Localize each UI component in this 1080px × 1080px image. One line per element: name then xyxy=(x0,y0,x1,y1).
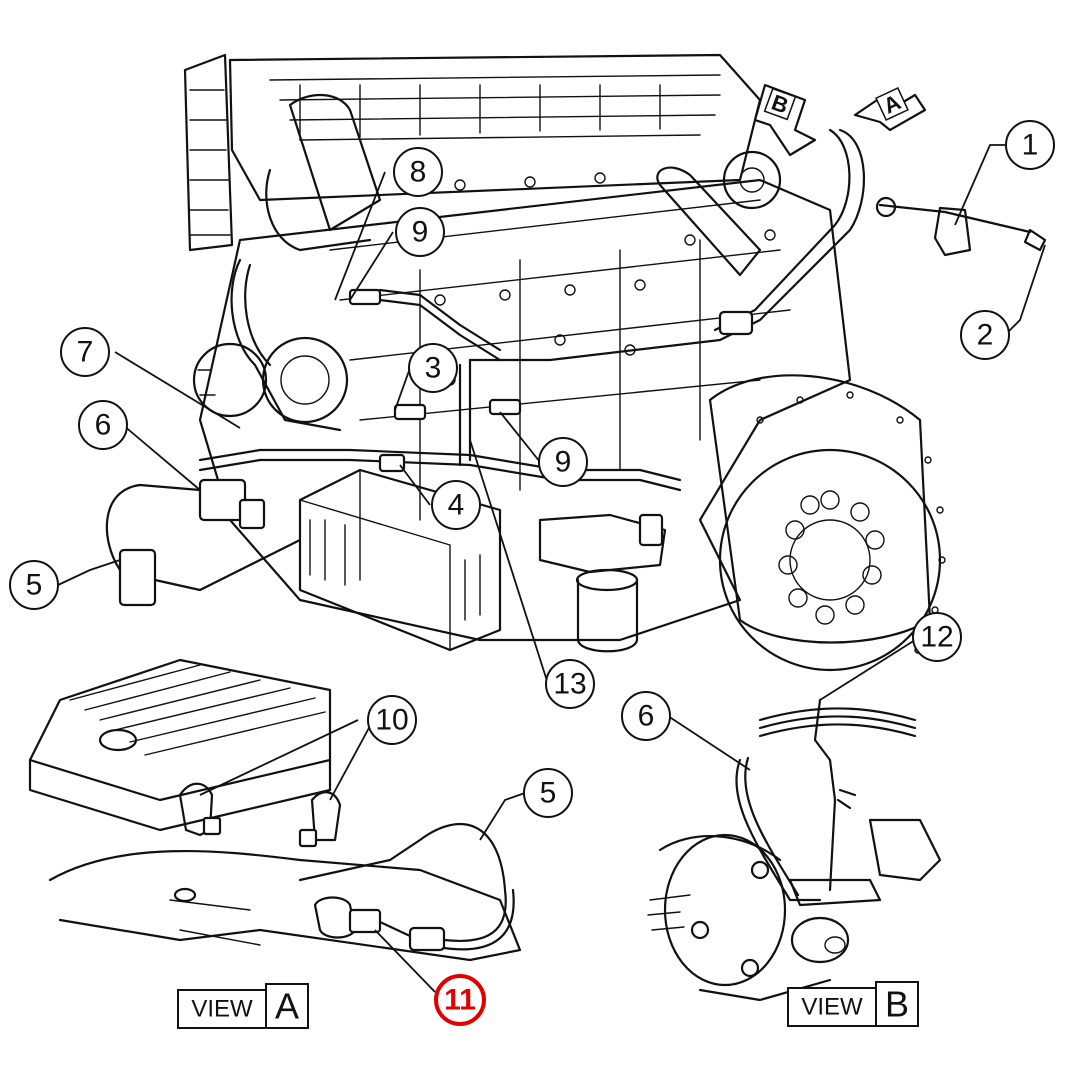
svg-text:4: 4 xyxy=(448,489,465,522)
callout-6-view-b: 6 xyxy=(621,691,671,741)
leader-lines xyxy=(57,144,1046,993)
svg-text:11: 11 xyxy=(444,984,476,1017)
view-a-label: VIEW A xyxy=(177,983,309,1029)
svg-text:3: 3 xyxy=(425,352,442,385)
callout-11-highlighted: 11 xyxy=(434,974,486,1026)
view-b-word: VIEW xyxy=(801,994,863,1021)
svg-text:6: 6 xyxy=(95,409,112,442)
valve-cover xyxy=(228,53,762,202)
callout-1: 1 xyxy=(1005,120,1055,170)
lifting-bracket xyxy=(656,150,782,277)
svg-text:5: 5 xyxy=(540,777,557,810)
view-a-detail xyxy=(28,658,522,962)
flywheel-housing xyxy=(708,374,946,672)
view-arrow-b: B xyxy=(753,83,817,157)
svg-text:8: 8 xyxy=(410,156,427,189)
intake-tube xyxy=(265,93,382,252)
svg-text:1: 1 xyxy=(1022,129,1039,162)
view-b-label: VIEW B xyxy=(787,981,919,1027)
view-b-letter: B xyxy=(885,984,909,1025)
harness-connectors xyxy=(105,288,754,607)
callout-9-lower: 9 xyxy=(538,437,588,487)
callout-4: 4 xyxy=(431,480,481,530)
camshaft-sensor-group xyxy=(875,196,1047,257)
engine-block xyxy=(198,172,852,642)
view-b-detail xyxy=(647,698,942,1002)
callout-13: 13 xyxy=(545,659,595,709)
ecu-module xyxy=(298,468,502,652)
oil-filter xyxy=(538,513,667,653)
wiring-harness xyxy=(198,128,865,492)
callout-10: 10 xyxy=(367,695,417,745)
callout-7: 7 xyxy=(60,327,110,377)
view-a-word: VIEW xyxy=(191,996,253,1023)
callout-5-view-a: 5 xyxy=(523,768,573,818)
view-a-letter: A xyxy=(275,986,299,1027)
svg-text:12: 12 xyxy=(920,621,953,654)
callout-3: 3 xyxy=(408,343,458,393)
svg-text:13: 13 xyxy=(553,668,586,701)
engine-illustration xyxy=(105,53,1047,672)
svg-text:6: 6 xyxy=(638,700,655,733)
engine-left-stack xyxy=(183,53,234,252)
front-housing xyxy=(192,336,349,424)
svg-text:2: 2 xyxy=(977,319,994,352)
callout-6-main: 6 xyxy=(78,400,128,450)
svg-text:9: 9 xyxy=(412,216,429,249)
callout-2: 2 xyxy=(960,310,1010,360)
callout-5-main: 5 xyxy=(9,560,59,610)
callout-9-upper: 9 xyxy=(395,207,445,257)
view-arrow-a: A xyxy=(853,87,927,132)
callout-12: 12 xyxy=(912,612,962,662)
svg-text:7: 7 xyxy=(77,336,94,369)
svg-text:5: 5 xyxy=(26,569,43,602)
callout-8: 8 xyxy=(393,147,443,197)
svg-text:10: 10 xyxy=(375,704,408,737)
svg-text:9: 9 xyxy=(555,446,572,479)
